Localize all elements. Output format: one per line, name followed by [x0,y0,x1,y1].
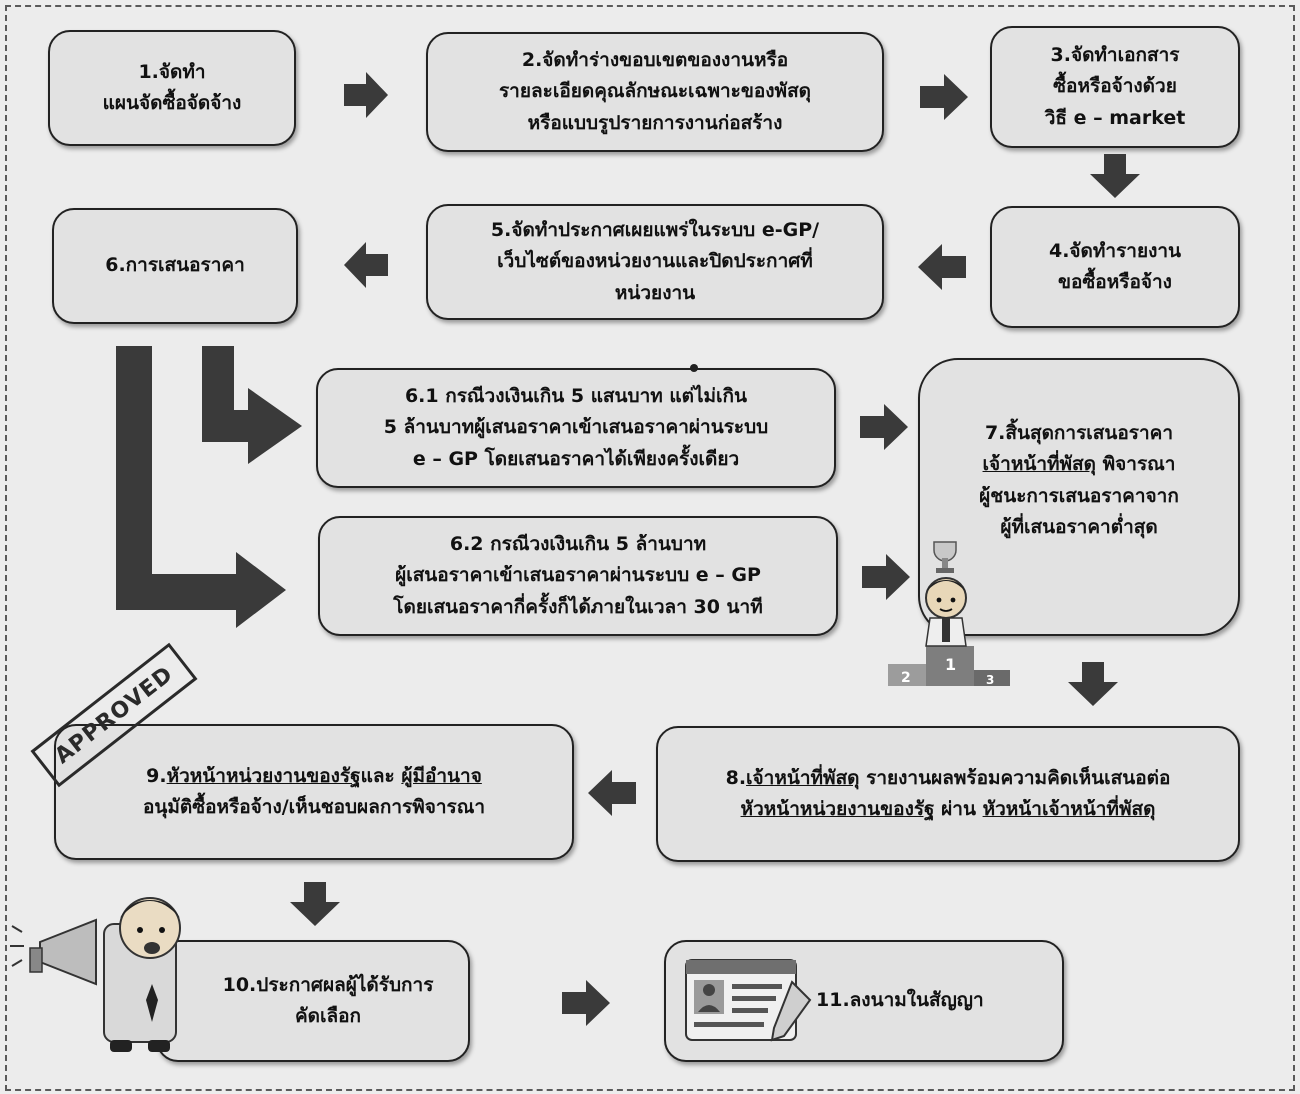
step-7-line-3: ผู้ชนะการเสนอราคาจาก [979,484,1179,507]
step-6-2-line-2: ผู้เสนอราคาเข้าเสนอราคาผ่านระบบ e – GP [395,564,761,587]
step-1-line-2: แผนจัดซื้อจัดจ้าง [102,92,242,114]
step-7-line-1: 7.สิ้นสุดการเสนอราคา [984,422,1174,444]
podium-icon [888,646,1010,686]
step-8-line-2: หัวหน้าหน่วยงานของรัฐ ผ่าน หัวหน้าเจ้าหน… [740,798,1156,820]
step-7-box: 7.สิ้นสุดการเสนอราคา เจ้าหน้าที่พัสดุ พิ… [918,358,1240,636]
contract-document-icon [685,959,812,1042]
step-3-box: 3.จัดทำเอกสาร ซื้อหรือจ้างด้วย วิธี e – … [990,26,1240,148]
procurement-officer-text: เจ้าหน้าที่พัสดุ [982,453,1096,476]
step-3-line-2: ซื้อหรือจ้างด้วย [1053,75,1177,98]
step-9-line-1: 9.หัวหน้าหน่วยงานของรัฐและ ผู้มีอำนาจ [146,764,482,787]
arrow-left-icon [344,242,388,288]
step-6-1-line-1: 6.1 กรณีวงเงินเกิน 5 แสนบาท แต่ไม่เกิน [404,384,748,407]
step-9-box: 9.หัวหน้าหน่วยงานของรัฐและ ผู้มีอำนาจ อน… [54,724,574,860]
step-8-box: 8.เจ้าหน้าที่พัสดุ รายงานผลพร้อมความคิดเ… [656,726,1240,862]
step-3-line-1: 3.จัดทำเอกสาร [1050,43,1180,66]
step-11-line-1: 11.ลงนามในสัญญา [816,989,984,1012]
step-2-line-3: หรือแบบรูปรายการงานก่อสร้าง [527,111,783,134]
step-7-line-2: เจ้าหน้าที่พัสดุ พิจารณา [982,453,1176,476]
step-4-line-2: ขอซื้อหรือจ้าง [1058,271,1172,293]
arrow-right-icon [920,74,968,120]
step-5-line-2: เว็บไซต์ของหน่วยงานและปิดประกาศที่ [497,250,813,273]
step-6-2-line-1: 6.2 กรณีวงเงินเกิน 5 ล้านบาท [449,532,707,555]
step-5-line-1: 5.จัดทำประกาศเผยแพร่ในระบบ e-GP/ [490,218,820,241]
step-1-line-1: 1.จัดทำ [138,60,206,83]
step-10-box: 10.ประกาศผลผู้ได้รับการ คัดเลือก [156,940,470,1062]
step-2-line-2: รายละเอียดคุณลักษณะเฉพาะของพัสดุ [498,80,812,103]
branch-connector-small [202,346,302,464]
step-4-box: 4.จัดทำรายงาน ขอซื้อหรือจ้าง [990,206,1240,328]
podium-second-label: 2 [901,670,911,686]
arrow-right-icon [344,72,388,118]
arrow-down-icon [290,882,340,926]
step-9-line-2: อนุมัติซื้อหรือจ้าง/เห็นชอบผลการพิจารณา [142,796,486,818]
step-10-line-1: 10.ประกาศผลผู้ได้รับการ [222,973,434,996]
step-7-line-4: ผู้ที่เสนอราคาต่ำสุด [1000,516,1158,539]
step-2-box: 2.จัดทำร่างขอบเขตของงานหรือ รายละเอียดคุ… [426,32,884,152]
arrow-right-icon [860,404,908,450]
step-1-box: 1.จัดทำ แผนจัดซื้อจัดจ้าง [48,30,296,146]
step-4-line-1: 4.จัดทำรายงาน [1048,239,1182,262]
arrow-right-icon [562,980,610,1026]
step-6-2-box: 6.2 กรณีวงเงินเกิน 5 ล้านบาท ผู้เสนอราคา… [318,516,838,636]
podium-third-label: 3 [986,673,994,687]
step-10-line-2: คัดเลือก [294,1005,362,1027]
step-2-line-1: 2.จัดทำร่างขอบเขตของงานหรือ [521,48,789,71]
step-6-1-box: 6.1 กรณีวงเงินเกิน 5 แสนบาท แต่ไม่เกิน 5… [316,368,836,488]
megaphone-man-icon [10,897,181,1052]
step-5-box: 5.จัดทำประกาศเผยแพร่ในระบบ e-GP/ เว็บไซต… [426,204,884,320]
step-8-line-1: 8.เจ้าหน้าที่พัสดุ รายงานผลพร้อมความคิดเ… [725,766,1171,789]
step-3-line-3: วิธี e – market [1044,106,1186,129]
arrow-left-icon [918,244,966,290]
step-6-2-line-3: โดยเสนอราคากี่ครั้งก็ได้ภายในเวลา 30 นาท… [393,595,763,618]
arrow-down-icon [1090,154,1140,198]
arrow-left-icon [588,770,636,816]
mark-dot [690,364,698,372]
arrow-right-icon [862,554,910,600]
step-6-line-1: 6.การเสนอราคา [105,254,245,277]
podium-first-label: 1 [945,655,956,674]
step-6-box: 6.การเสนอราคา [52,208,298,324]
arrow-down-icon [1068,662,1118,706]
branch-connector-large [116,346,286,628]
step-5-line-3: หน่วยงาน [614,281,696,304]
step-6-1-line-3: e – GP โดยเสนอราคาได้เพียงครั้งเดียว [412,447,740,470]
step-6-1-line-2: 5 ล้านบาทผู้เสนอราคาเข้าเสนอราคาผ่านระบบ [383,416,769,439]
winner-figure-icon [925,541,967,647]
